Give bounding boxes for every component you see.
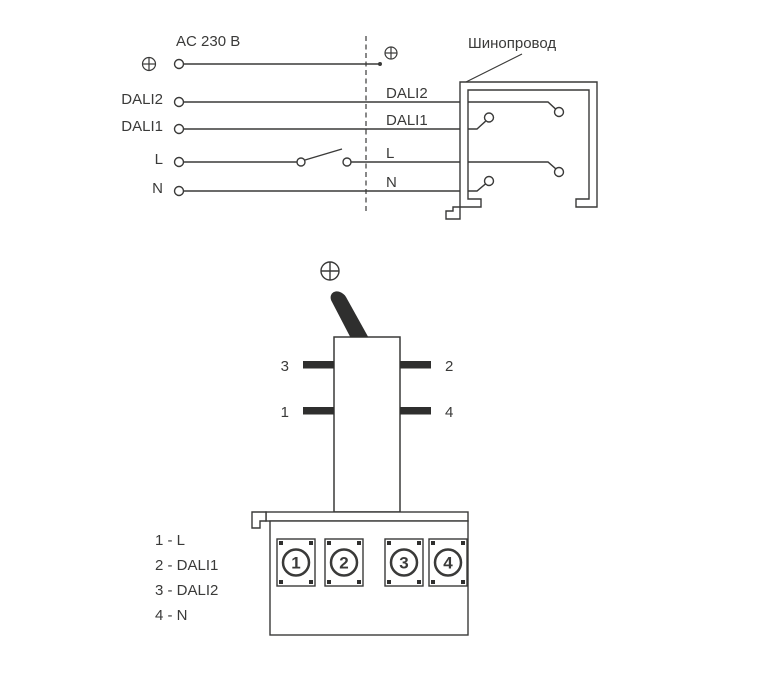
terminal-number: 1 [291, 554, 300, 573]
busway-leader-line [463, 53, 523, 84]
pin-label-3: 3 [281, 358, 289, 375]
adapter-pin-2 [400, 361, 431, 369]
switch-contact-right [342, 157, 352, 167]
earth-symbol-busway [384, 46, 398, 60]
earth-symbol-circle [384, 46, 398, 60]
legend-line-2: 2 - DALI1 [155, 557, 218, 574]
terminal-circle-dali1 [173, 123, 185, 135]
earth-symbol-circle [141, 56, 157, 72]
terminal-block-3: 3 [384, 538, 424, 587]
terminal-number-circle [329, 548, 359, 577]
right-terminal-label-dali1: DALI1 [386, 112, 428, 129]
terminal-corner-mark [431, 541, 435, 545]
terminal-corner-mark [279, 580, 283, 584]
busway-label: Шинопровод [468, 35, 556, 52]
busway-channel-outline [459, 81, 598, 208]
right-terminal-label-dali2: DALI2 [386, 85, 428, 102]
adapter-lever [330, 291, 369, 338]
terminal-corner-mark [309, 541, 313, 545]
legend-line-3: 3 - DALI2 [155, 582, 218, 599]
wire-l-right [351, 161, 557, 170]
terminal-circle-dali2 [173, 96, 185, 108]
terminal-corner-mark [387, 541, 391, 545]
terminal-corner-mark [387, 580, 391, 584]
terminal-block-2: 2 [324, 538, 364, 587]
contact-circle-n [483, 175, 495, 187]
legend-line-1: 1 - L [155, 532, 185, 549]
switch-contact-left [296, 157, 306, 167]
terminal-corner-mark [417, 541, 421, 545]
switch-symbol [183, 148, 557, 170]
pin-label-1: 1 [281, 404, 289, 421]
adapter-diagram: 3 1 2 4 1 [155, 261, 469, 636]
earth-symbol-circle [320, 261, 340, 281]
base-flange [265, 511, 469, 522]
contact-circle-dali2 [553, 106, 565, 118]
terminal-circle-n [173, 185, 185, 197]
terminal-corner-mark [357, 580, 361, 584]
terminal-number-circle [281, 548, 311, 577]
terminal-block-1: 1 [276, 538, 316, 587]
wiring-diagram: AC 230 В DALI2 DALI1 L N [121, 33, 598, 220]
terminal-corner-mark [461, 580, 465, 584]
terminal-corner-mark [431, 580, 435, 584]
contact-circle-l [553, 166, 565, 178]
terminal-number-circle [433, 548, 463, 577]
busway-profile [445, 81, 598, 220]
terminal-corner-mark [357, 541, 361, 545]
left-terminal-label-dali1: DALI1 [121, 118, 163, 135]
wire-dali2 [183, 101, 557, 110]
left-terminal-label-dali2: DALI2 [121, 91, 163, 108]
base-unit: 1 2 3 [251, 511, 469, 636]
left-terminal-label-l: L [155, 151, 163, 168]
terminal-number-circle [389, 548, 419, 577]
legend-line-4: 4 - N [155, 607, 188, 624]
wire-n [183, 183, 487, 192]
terminal-legend: 1 - L 2 - DALI1 3 - DALI2 4 - N [155, 532, 218, 624]
adapter-pin-3 [303, 361, 334, 369]
terminal-corner-mark [327, 541, 331, 545]
supply-voltage-label: AC 230 В [176, 33, 240, 50]
terminal-corner-mark [461, 541, 465, 545]
terminal-corner-mark [279, 541, 283, 545]
pin-label-2: 2 [445, 358, 453, 375]
terminal-corner-mark [417, 580, 421, 584]
terminal-block-4: 4 [428, 538, 468, 587]
terminal-corner-mark [327, 580, 331, 584]
terminal-number: 2 [339, 554, 348, 573]
right-terminal-label-n: N [386, 174, 397, 191]
terminal-corner-mark [309, 580, 313, 584]
switch-blade [304, 148, 343, 161]
terminal-number: 3 [399, 554, 408, 573]
wire-dali1 [183, 120, 487, 130]
wire-earth-end-dot [378, 62, 382, 66]
terminal-circle-earth [173, 58, 185, 70]
adapter-body [333, 336, 401, 513]
terminal-circle-l [173, 156, 185, 168]
earth-symbol-left [141, 56, 157, 72]
adapter-pin-1 [303, 407, 334, 415]
contact-circle-dali1 [483, 112, 495, 123]
busway-mounting-foot [445, 206, 461, 220]
adapter-pin-4 [400, 407, 431, 415]
earth-symbol-adapter [320, 261, 340, 281]
terminal-number: 4 [443, 554, 453, 573]
right-terminal-label-l: L [386, 145, 394, 162]
base-flange-tab [251, 511, 267, 529]
left-terminal-label-n: N [152, 180, 163, 197]
pin-label-4: 4 [445, 404, 453, 421]
